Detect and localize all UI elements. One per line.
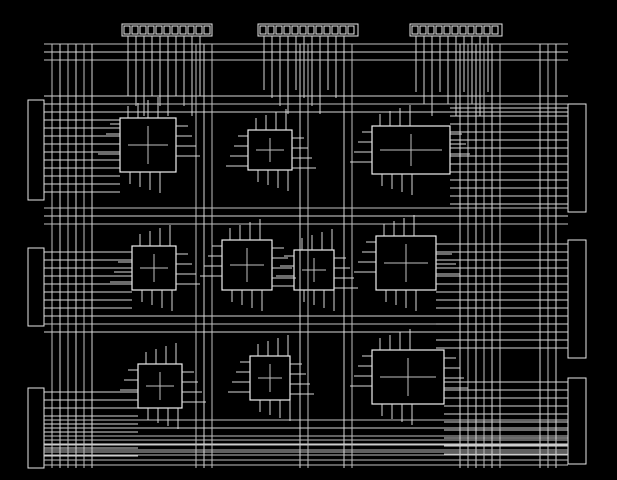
connector-pin xyxy=(155,25,163,35)
connector-pin xyxy=(171,25,179,35)
right-connector-bottom xyxy=(567,377,587,465)
connector-pin xyxy=(491,25,499,35)
top-connector-middle xyxy=(257,23,359,37)
ic-block-10 xyxy=(371,349,445,405)
connector-pin xyxy=(275,25,283,35)
connector-pin xyxy=(259,25,267,35)
left-connector-top xyxy=(27,99,45,201)
connector-pin xyxy=(419,25,427,35)
wiring xyxy=(44,36,568,468)
connector-pin xyxy=(131,25,139,35)
connector-pin xyxy=(195,25,203,35)
connector-pin xyxy=(435,25,443,35)
connector-pin xyxy=(187,25,195,35)
connector-pin xyxy=(299,25,307,35)
connector-pin xyxy=(147,25,155,35)
connector-pin xyxy=(459,25,467,35)
connector-pin xyxy=(203,25,211,35)
top-connector-right xyxy=(409,23,503,37)
ic-block-3 xyxy=(371,125,451,175)
connector-pin xyxy=(283,25,291,35)
right-connector-top xyxy=(567,103,587,213)
connector-pin xyxy=(443,25,451,35)
connector-pin xyxy=(451,25,459,35)
connector-pin xyxy=(307,25,315,35)
top-connector-left xyxy=(121,23,213,37)
connector-pin xyxy=(179,25,187,35)
connector-pin xyxy=(291,25,299,35)
ic-block-8 xyxy=(137,363,183,409)
connector-pin xyxy=(347,25,355,35)
connector-pin xyxy=(411,25,419,35)
ic-block-5 xyxy=(221,239,273,291)
ic-block-2 xyxy=(247,129,293,171)
right-connector-middle xyxy=(567,239,587,359)
connector-pin xyxy=(123,25,131,35)
connector-pin xyxy=(323,25,331,35)
connector-pin xyxy=(475,25,483,35)
connector-pin xyxy=(427,25,435,35)
connector-pin xyxy=(139,25,147,35)
left-connector-middle xyxy=(27,247,45,327)
connector-pin xyxy=(267,25,275,35)
connector-pin xyxy=(483,25,491,35)
connector-pin xyxy=(339,25,347,35)
connector-pin xyxy=(467,25,475,35)
left-connector-bottom xyxy=(27,387,45,469)
connector-pin xyxy=(331,25,339,35)
connector-pin xyxy=(315,25,323,35)
connector-pin xyxy=(163,25,171,35)
